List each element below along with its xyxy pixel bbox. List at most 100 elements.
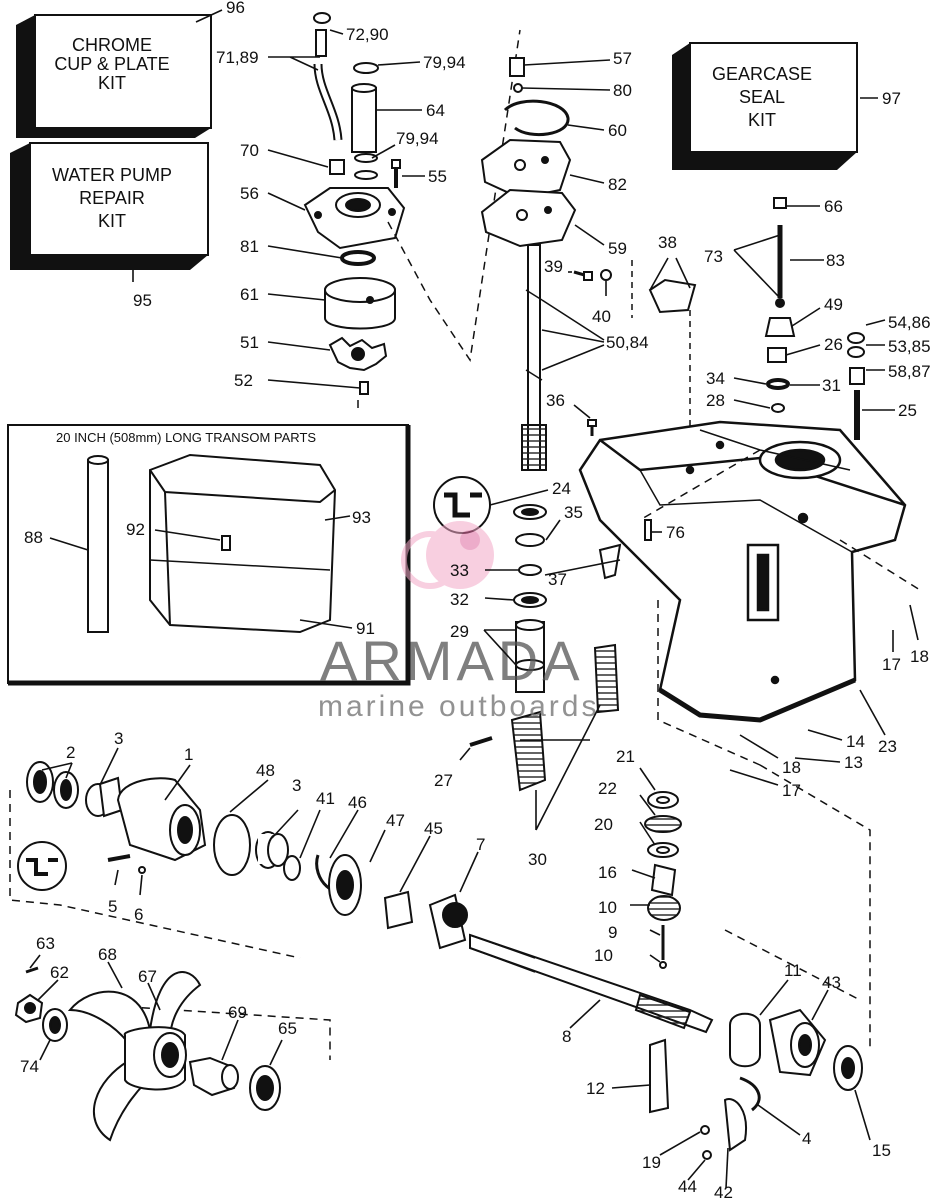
callout-15: 15 — [872, 1141, 891, 1160]
water-pump-kit-line2: REPAIR — [79, 188, 145, 208]
callout-32: 32 — [450, 590, 469, 609]
callout-71-89: 71,89 — [216, 48, 259, 67]
callout-93: 93 — [352, 508, 371, 527]
driveshaft-group — [480, 57, 697, 471]
callout-79-94-lower: 79,94 — [396, 129, 439, 148]
callout-46: 46 — [348, 793, 367, 812]
callout-26: 26 — [824, 335, 843, 354]
callout-88: 88 — [24, 528, 43, 547]
callout-57: 57 — [613, 49, 632, 68]
callout-68: 68 — [98, 945, 117, 964]
gearcase-housing — [578, 420, 907, 723]
callout-27: 27 — [434, 771, 453, 790]
callout-36: 36 — [546, 391, 565, 410]
pump-dashed-path — [357, 29, 521, 410]
callout-7: 7 — [476, 835, 485, 854]
callout-91: 91 — [356, 619, 375, 638]
callout-23: 23 — [878, 737, 897, 756]
callout-1: 1 — [184, 745, 193, 764]
water-pump-kit-line3: KIT — [98, 211, 126, 231]
callout-3-left: 3 — [114, 729, 123, 748]
callout-12: 12 — [586, 1079, 605, 1098]
callout-43: 43 — [822, 973, 841, 992]
leader-lines — [29, 9, 919, 1189]
callout-39: 39 — [544, 257, 563, 276]
callout-33: 33 — [450, 561, 469, 580]
transom-inset: 20 INCH (508mm) LONG TRANSOM PARTS — [7, 424, 411, 686]
callout-20: 20 — [594, 815, 613, 834]
callout-18-lower: 18 — [782, 758, 801, 777]
callout-81: 81 — [240, 237, 259, 256]
inset-title: 20 INCH (508mm) LONG TRANSOM PARTS — [56, 430, 316, 445]
callout-28: 28 — [706, 391, 725, 410]
callout-95: 95 — [133, 291, 152, 310]
callout-10-upper: 10 — [598, 898, 617, 917]
callout-38: 38 — [658, 233, 677, 252]
callout-44: 44 — [678, 1177, 697, 1196]
callout-25: 25 — [898, 401, 917, 420]
callout-18-top: 18 — [910, 647, 929, 666]
callout-35: 35 — [564, 503, 583, 522]
callout-92: 92 — [126, 520, 145, 539]
callout-13: 13 — [844, 753, 863, 772]
armada-watermark-tagline: marine outboards — [318, 690, 599, 723]
callout-3-right: 3 — [292, 776, 301, 795]
water-pump-kit-line1: WATER PUMP — [52, 165, 172, 185]
gearcase-seal-kit-box: GEARCASE SEAL KIT — [672, 42, 858, 170]
callout-52: 52 — [234, 371, 253, 390]
callout-34: 34 — [706, 369, 725, 388]
callout-19: 19 — [642, 1153, 661, 1172]
callout-62: 62 — [50, 963, 69, 982]
callout-17-lower: 17 — [782, 781, 801, 800]
callout-64: 64 — [426, 101, 445, 120]
callout-51: 51 — [240, 333, 259, 352]
callout-69: 69 — [228, 1003, 247, 1022]
armada-watermark: ARMADA marine outboards — [318, 521, 599, 723]
callout-24: 24 — [552, 479, 571, 498]
callout-numbers: 96 95 97 72,90 71,89 79,94 64 79,94 70 5… — [20, 0, 931, 1202]
chrome-cup-kit-box: CHROME CUP & PLATE KIT — [16, 14, 212, 138]
callout-61: 61 — [240, 285, 259, 304]
callout-82: 82 — [608, 175, 627, 194]
callout-14: 14 — [846, 732, 865, 751]
callout-2: 2 — [66, 743, 75, 762]
callout-40: 40 — [592, 307, 611, 326]
callout-29: 29 — [450, 622, 469, 641]
callout-16: 16 — [598, 863, 617, 882]
callout-47: 47 — [386, 811, 405, 830]
callout-53-85: 53,85 — [888, 337, 931, 356]
callout-74: 74 — [20, 1057, 39, 1076]
callout-56: 56 — [240, 184, 259, 203]
propeller-group — [14, 966, 281, 1142]
propshaft-group — [17, 761, 863, 1160]
armada-watermark-brand: ARMADA — [320, 629, 584, 692]
callout-45: 45 — [424, 819, 443, 838]
callout-54-86: 54,86 — [888, 313, 931, 332]
callout-31: 31 — [822, 376, 841, 395]
callout-96: 96 — [226, 0, 245, 17]
callout-73: 73 — [704, 247, 723, 266]
chrome-cup-kit-line3: KIT — [98, 73, 126, 93]
callout-70: 70 — [240, 141, 259, 160]
callout-8: 8 — [562, 1027, 571, 1046]
callout-37: 37 — [548, 570, 567, 589]
callout-80: 80 — [613, 81, 632, 100]
callout-60: 60 — [608, 121, 627, 140]
callout-63: 63 — [36, 934, 55, 953]
callout-10-lower: 10 — [594, 946, 613, 965]
callout-72-90: 72,90 — [346, 25, 389, 44]
callout-42: 42 — [714, 1183, 733, 1199]
gearcase-dashed-outline — [639, 449, 921, 1050]
callout-83: 83 — [826, 251, 845, 270]
callout-59: 59 — [608, 239, 627, 258]
armada-logo-mark — [401, 521, 494, 589]
callout-5: 5 — [108, 897, 117, 916]
callout-79-94-top: 79,94 — [423, 53, 466, 72]
water-pump-assembly — [303, 12, 406, 395]
callout-41: 41 — [316, 789, 335, 808]
callout-17-top: 17 — [882, 655, 901, 674]
callout-6: 6 — [134, 905, 143, 924]
callout-55: 55 — [428, 167, 447, 186]
water-pump-kit-box: WATER PUMP REPAIR KIT — [10, 142, 209, 270]
